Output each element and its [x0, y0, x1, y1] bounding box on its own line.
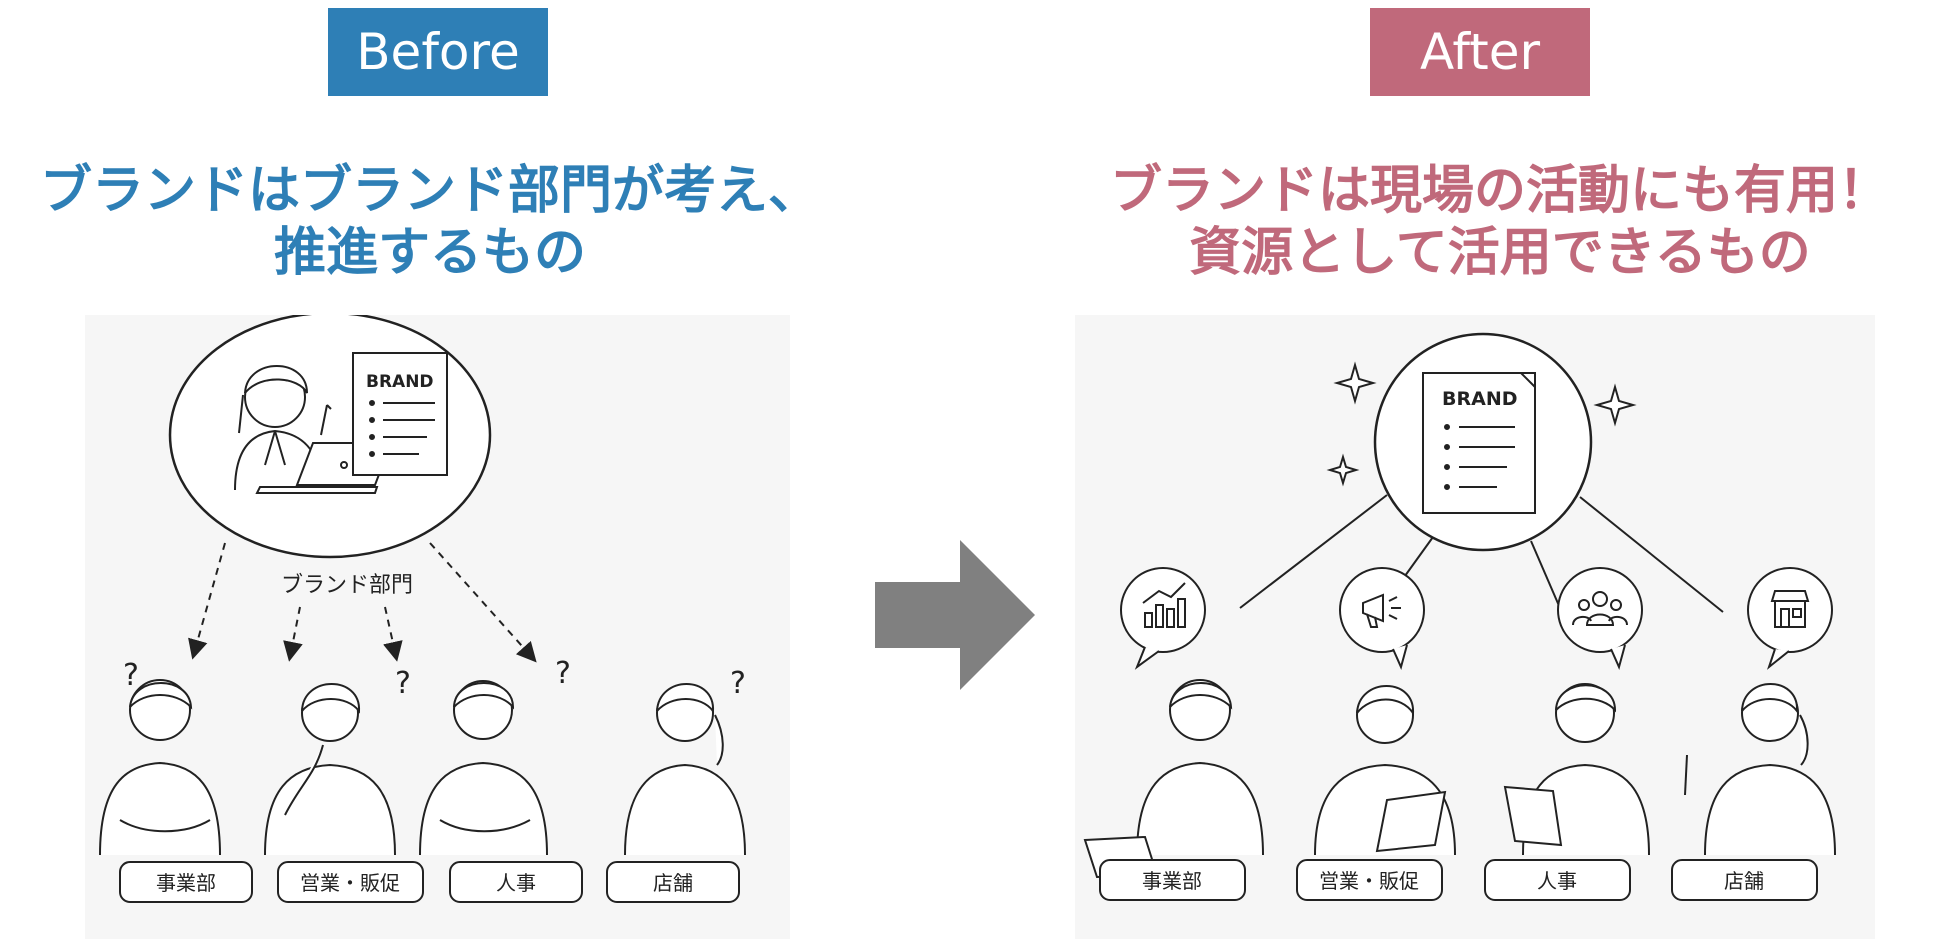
dashed-arrow-1 — [188, 542, 226, 660]
after-badge: After — [1370, 8, 1590, 96]
team-icon — [1572, 591, 1628, 626]
before-dept-label-2: 営業・販促 — [300, 871, 400, 895]
after-headline-line2: 資源として活用できるもの — [1189, 223, 1811, 283]
before-dept-label-3: 人事 — [496, 871, 536, 895]
transition-arrow-icon — [875, 540, 1035, 690]
brand-department-caption: ブランド部門 — [281, 573, 413, 598]
question-mark-1: ? — [123, 658, 139, 693]
before-dept-label-1: 事業部 — [156, 871, 216, 895]
after-department-labels: 事業部 営業・販促 人事 店舗 — [1099, 859, 1818, 901]
before-badge: Before — [328, 8, 548, 96]
after-dept-label-2: 営業・販促 — [1319, 869, 1419, 893]
brand-resource-hub: BRAND — [1373, 332, 1593, 552]
sparkle-icon — [1333, 361, 1377, 405]
before-department-labels: 事業部 営業・販促 人事 店舗 — [119, 861, 740, 903]
megaphone-icon — [1362, 593, 1401, 628]
after-illustration: BRAND — [1075, 315, 1875, 939]
staff-with-tablet — [1503, 683, 1650, 856]
staff-store-clerk — [1684, 683, 1836, 856]
question-mark-4: ? — [730, 666, 746, 701]
before-illustration: BRAND ブランド部門 — [85, 311, 790, 939]
dashed-arrow-2 — [283, 606, 303, 662]
brand-document-icon: BRAND — [352, 352, 448, 476]
puzzled-person-3 — [419, 680, 548, 856]
brand-staff-figure — [234, 365, 332, 491]
after-dept-label-4: 店舗 — [1724, 869, 1764, 893]
after-dept-label-3: 人事 — [1537, 869, 1577, 893]
puzzled-person-2 — [264, 683, 396, 856]
sparkle-icon — [1326, 453, 1360, 487]
after-headline: ブランドは現場の活動にも有用！ 資源として活用できるもの — [1060, 160, 1940, 284]
staff-with-document — [1314, 685, 1456, 856]
before-headline-line1: ブランドはブランド部門が考え、 — [39, 161, 820, 221]
brand-document-icon: BRAND — [1422, 372, 1536, 514]
before-doc-title: BRAND — [366, 372, 434, 392]
puzzled-person-4 — [624, 683, 746, 856]
question-mark-2: ? — [395, 666, 411, 701]
before-headline-line2: 推進するもの — [273, 223, 586, 283]
storefront-icon — [1770, 590, 1810, 628]
dashed-arrow-4 — [429, 542, 537, 663]
brand-department-bubble: BRAND — [168, 311, 492, 559]
after-headline-line1: ブランドは現場の活動にも有用！ — [1109, 161, 1890, 221]
after-dept-label-1: 事業部 — [1142, 869, 1202, 893]
staff-with-laptop — [1083, 679, 1264, 879]
puzzled-person-1 — [99, 679, 221, 856]
sparkle-icon — [1593, 383, 1637, 427]
before-dept-label-4: 店舗 — [653, 871, 693, 895]
question-mark-3: ? — [555, 656, 571, 691]
bar-chart-icon — [1142, 582, 1186, 628]
before-headline: ブランドはブランド部門が考え、 推進するもの — [20, 160, 840, 284]
dashed-arrow-3 — [383, 606, 403, 662]
speech-bubble-3 — [1557, 567, 1643, 670]
after-doc-title: BRAND — [1442, 388, 1518, 410]
